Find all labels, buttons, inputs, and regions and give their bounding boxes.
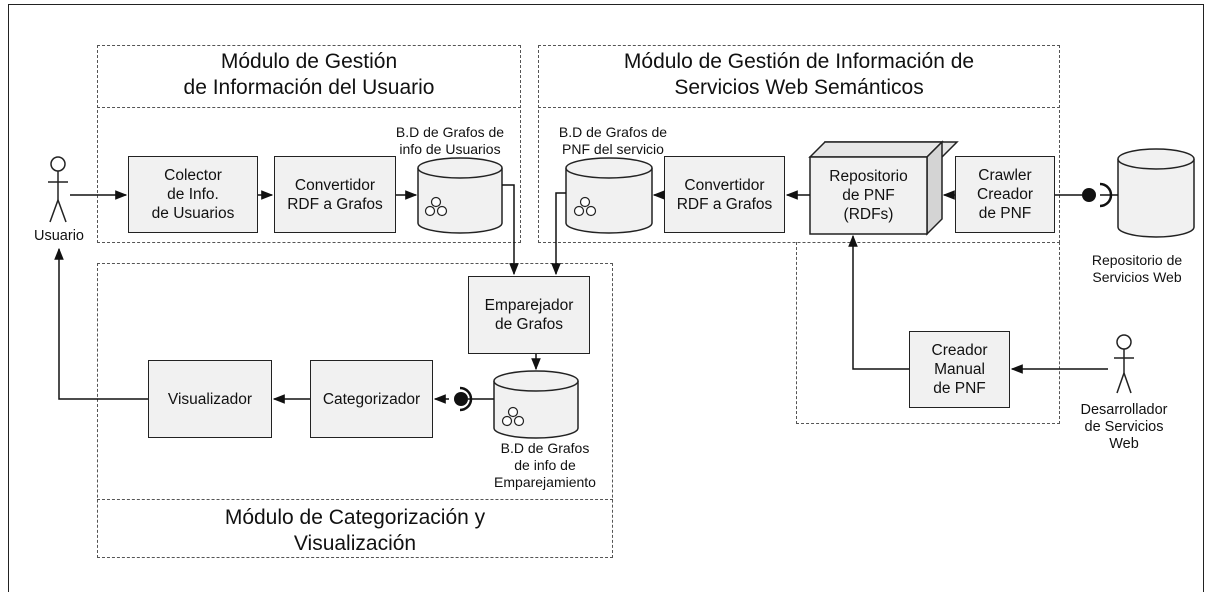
arrow-pnfdb-to-matcher [551,192,566,276]
user-module-divider [97,107,521,108]
categorization-module-divider [97,499,613,500]
converter-pnf-box: Convertidor RDF a Grafos [664,156,785,233]
pnf-graphs-db-label: B.D de Grafos de PNF del servicio [558,124,668,157]
developer-actor-label: Desarrollador de Servicios Web [1080,402,1168,452]
match-graphs-db-icon [493,370,579,439]
user-graphs-db-label: B.D de Grafos de info de Usuarios [395,124,505,157]
developer-actor-icon [1114,334,1134,394]
arrow-manual-to-repo [848,234,909,370]
categorizer-box: Categorizador [310,360,433,438]
web-services-db-icon [1117,148,1195,238]
user-module-title: Módulo de Gestión de Información del Usu… [183,50,435,99]
pnf-graphs-db-icon [565,157,653,234]
manual-creator-box: Creador Manual de PNF [909,331,1010,408]
user-actor-icon [48,156,68,223]
semantic-module-title: Módulo de Gestión de Información de Serv… [623,50,975,99]
converter-user-box: Convertidor RDF a Grafos [274,156,396,233]
user-module-frame [97,45,521,243]
semantic-module-divider [538,107,1060,108]
categorization-module-title: Módulo de Categorización y Visualización [224,506,486,555]
visualizer-box: Visualizador [148,360,272,438]
repository-pnf-box: Repositorio de PNF (RDFs) [829,168,908,223]
repository-pnf-3d-box [808,140,959,236]
arrow-userdb-to-matcher [502,184,519,276]
semantic-module-extension [796,242,1060,424]
user-graphs-db-icon [417,157,503,234]
outer-frame [8,4,1204,592]
crawler-box: Crawler Creador de PNF [955,156,1055,233]
categorization-module-frame [97,263,613,558]
collector-box: Colector de Info. de Usuarios [128,156,258,233]
match-graphs-db-label: B.D de Grafos de info de Emparejamiento [494,440,596,490]
arrow-visualizer-to-user [54,247,148,400]
web-services-db-label: Repositorio de Servicios Web [1091,252,1183,285]
matcher-box: Emparejador de Grafos [468,276,590,354]
user-actor-label: Usuario [34,228,84,244]
semantic-module-frame [538,45,1060,243]
connectors [54,184,1118,404]
